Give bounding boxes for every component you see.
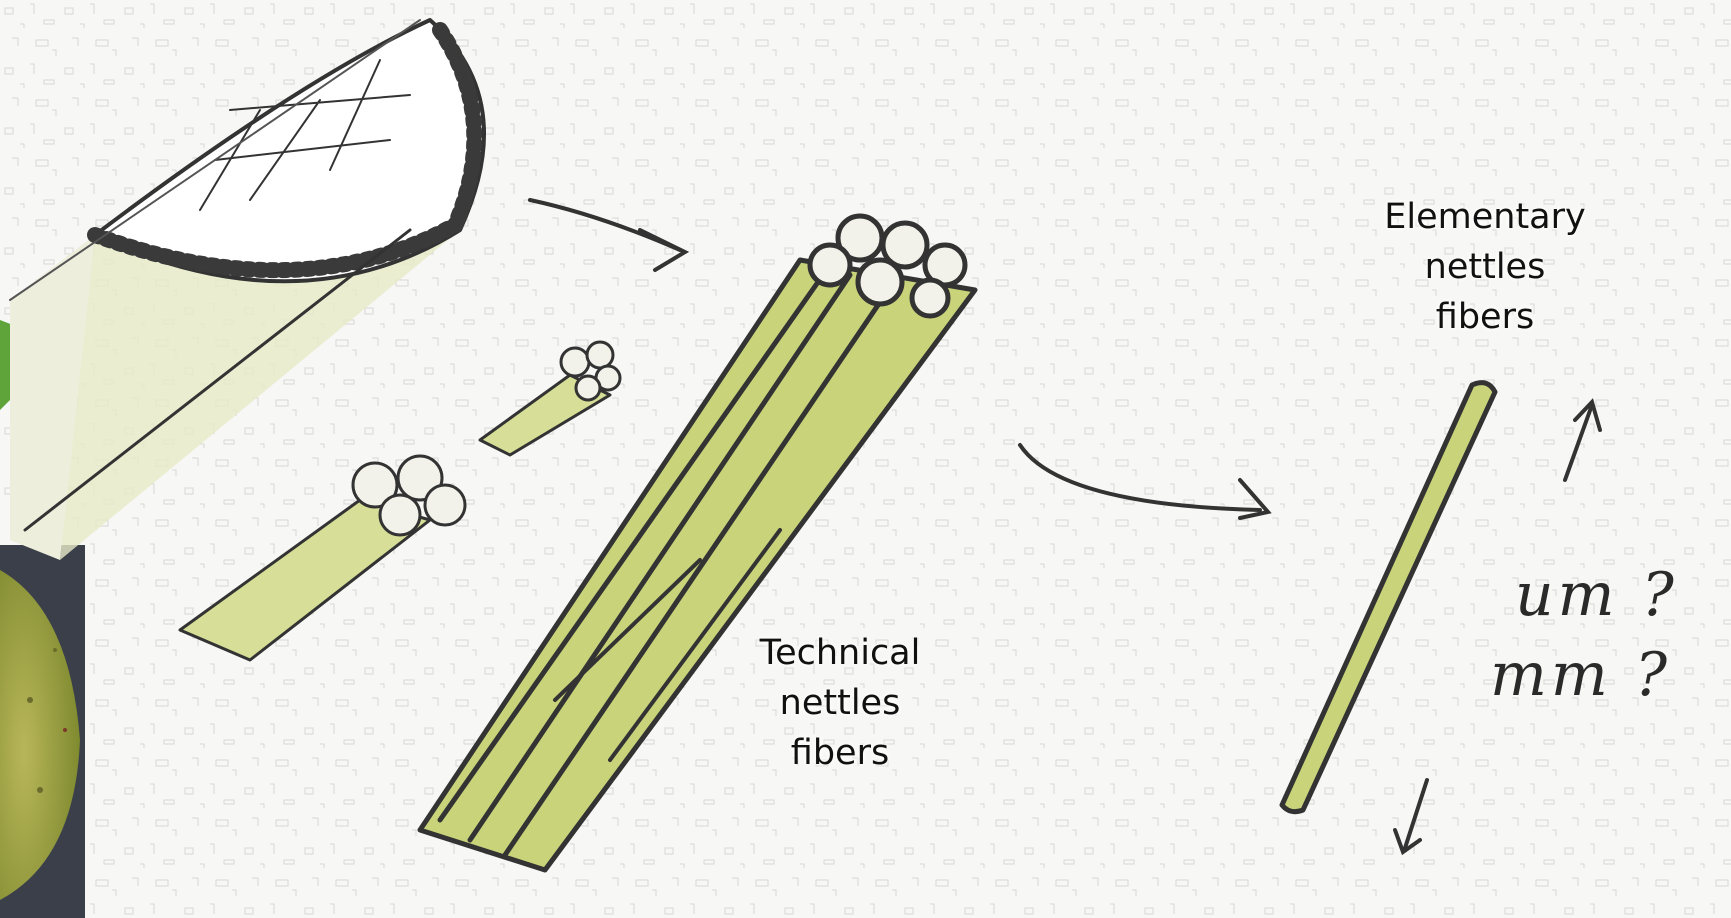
stem-photo-inset [0, 545, 85, 918]
elementary-fibers-label: Elementary nettles fibers [1360, 192, 1610, 342]
elementary-label-line-1: Elementary [1360, 192, 1610, 242]
technical-label-line-1: Technical [730, 628, 950, 678]
unit-annotation-mm: mm ? [1490, 640, 1671, 710]
elementary-label-line-3: fibers [1360, 292, 1610, 342]
elementary-label-line-2: nettles [1360, 242, 1610, 292]
technical-label-line-2: nettles [730, 678, 950, 728]
technical-fibers-label: Technical nettles fibers [730, 628, 950, 778]
technical-label-line-3: fibers [730, 728, 950, 778]
unit-annotation-um: um ? [1515, 560, 1678, 630]
